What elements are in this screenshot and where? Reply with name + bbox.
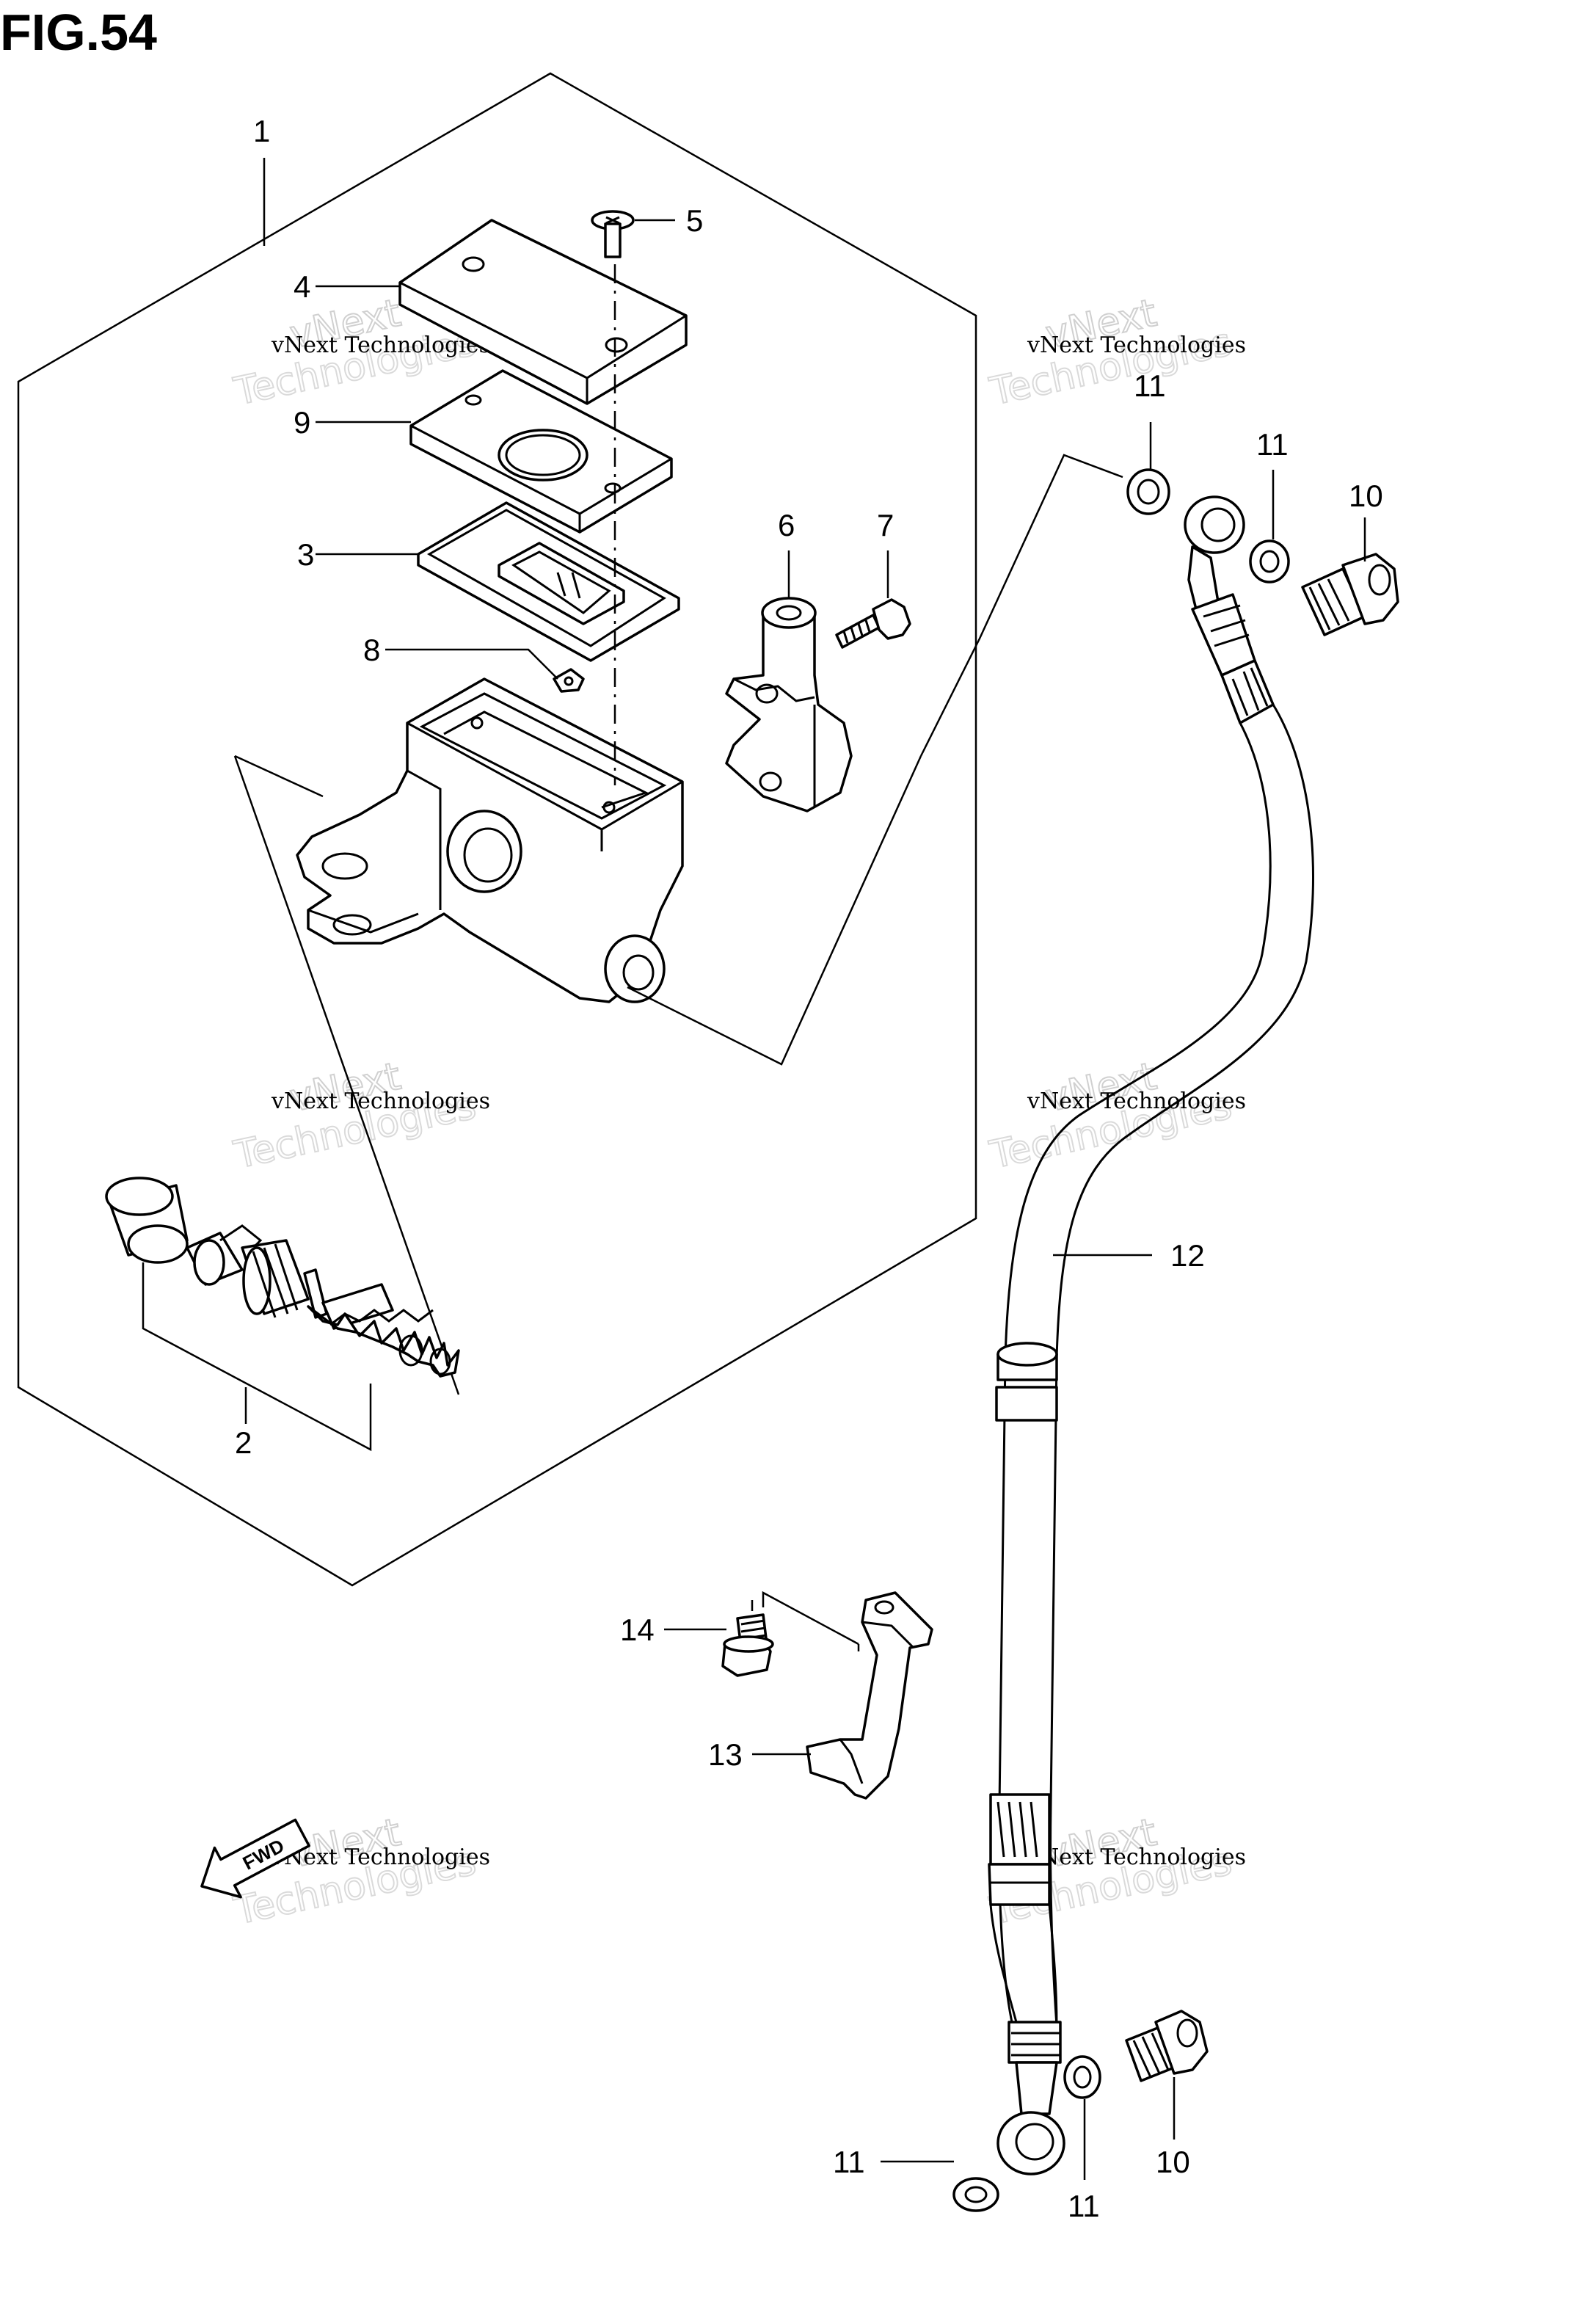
callout-2: 2 (235, 1425, 252, 1460)
clamp-bolt (721, 1613, 774, 1677)
banjo-bolt-upper (1301, 553, 1399, 636)
assembly-outline (17, 72, 977, 1587)
sealing-washer (952, 2177, 999, 2212)
callout-11-lower-right: 11 (1068, 2189, 1100, 2223)
hose-connection-line (919, 454, 1123, 757)
watermark-small: vNext Technologies (271, 332, 490, 358)
callout-1: 1 (253, 114, 270, 148)
reservoir-clip (553, 668, 585, 693)
callout-12: 12 (1170, 1238, 1205, 1273)
diaphragm-plate (409, 369, 673, 534)
sealing-washer (1249, 539, 1290, 584)
lever-holder (725, 597, 853, 813)
watermark-group: vNext Technologies vNext Technologies vN… (230, 291, 1246, 1935)
reservoir-cap (398, 219, 688, 405)
piston-set (105, 1177, 460, 1378)
callout-3: 3 (297, 537, 314, 572)
brake-hose (988, 495, 1314, 2175)
watermark-small: vNext Technologies (271, 1844, 490, 1870)
sealing-washer (1126, 468, 1170, 515)
holder-bolt (835, 598, 911, 649)
callout-labels: 1 2 3 4 5 6 7 8 9 10 10 11 11 11 11 12 1… (235, 114, 1383, 2223)
callout-10-upper: 10 (1349, 479, 1383, 513)
hose-clamp (806, 1591, 933, 1800)
callout-11-upper-right: 11 (1256, 427, 1289, 462)
watermark-small: vNext Technologies (271, 1088, 490, 1114)
callout-6: 6 (778, 508, 795, 542)
clamp-leader (762, 1591, 859, 1646)
diaphragm (417, 501, 680, 662)
callout-13: 13 (708, 1737, 743, 1772)
watermark-small: vNext Technologies (1027, 1088, 1246, 1114)
callout-2-bracket (142, 1262, 372, 1452)
body-frame-left (234, 755, 324, 798)
callout-5: 5 (686, 203, 703, 238)
callout-11-upper-left: 11 (1134, 368, 1166, 403)
master-cylinder-body (296, 677, 684, 1003)
callout-4: 4 (294, 269, 310, 304)
callout-8: 8 (363, 633, 380, 667)
callout-10-lower: 10 (1156, 2145, 1190, 2179)
callout-11-lower-left: 11 (833, 2145, 865, 2179)
callout-14: 14 (620, 1613, 655, 1647)
cap-screw (591, 210, 635, 258)
banjo-bolt-lower (1125, 2010, 1209, 2082)
sealing-washer (1063, 2055, 1101, 2099)
watermark-small: vNext Technologies (1027, 1844, 1246, 1870)
body-frame-right (627, 755, 922, 1066)
callout-9: 9 (294, 405, 310, 440)
body-frame-left (233, 755, 460, 1395)
watermark-small: vNext Technologies (1027, 332, 1246, 358)
callout-7: 7 (877, 508, 894, 542)
figure-title: FIG.54 (0, 4, 157, 61)
leader-lines (263, 158, 1366, 2180)
